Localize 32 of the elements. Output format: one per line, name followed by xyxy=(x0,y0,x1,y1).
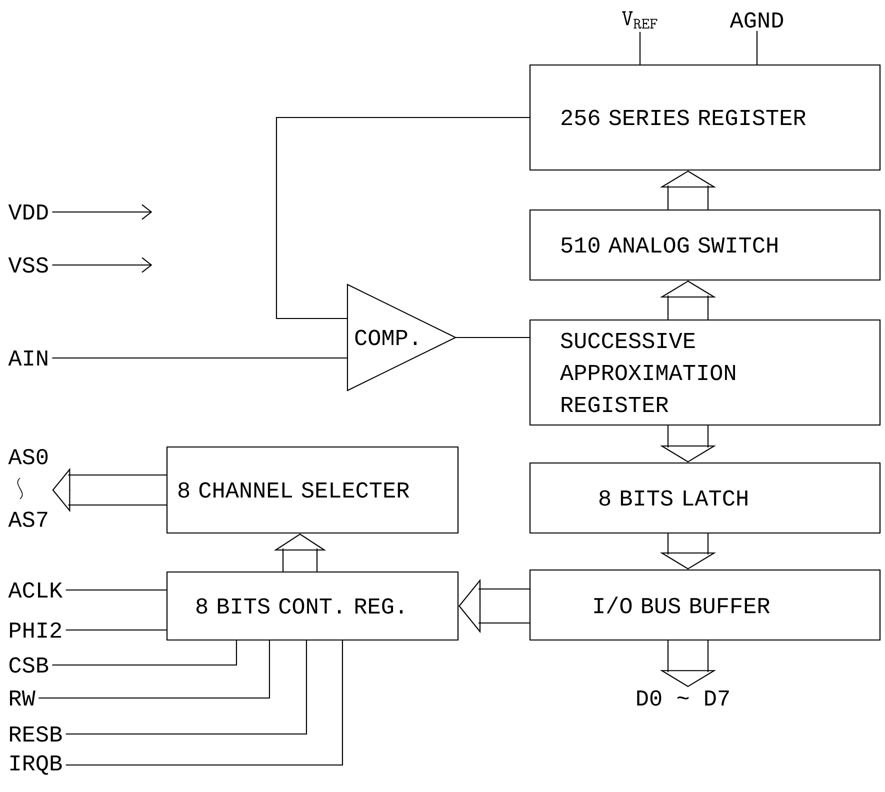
signal-line xyxy=(66,640,307,735)
block-box: 510 ANALOG SWITCH xyxy=(529,209,881,281)
signal-label: RESB xyxy=(10,726,62,742)
signal-label: CSB xyxy=(9,657,48,673)
block-box: 256 SERIES REGISTER xyxy=(529,64,881,171)
arrow xyxy=(52,257,152,273)
signal-label: PHI2 xyxy=(10,622,61,638)
signal-label: VDD xyxy=(8,204,48,220)
signal-line xyxy=(456,336,530,338)
signal-line xyxy=(38,640,270,699)
signal-label: VSS xyxy=(8,257,48,273)
block-box: 8 BITS CONT. REG. xyxy=(166,571,459,641)
signal-line xyxy=(66,629,166,631)
signal-line xyxy=(639,32,641,64)
pin-label: AGND xyxy=(730,12,784,28)
block-box: I/O BUS BUFFER xyxy=(529,569,881,641)
signal-line xyxy=(52,357,348,359)
block-box: SUCCESSIVE APPROXIMATION REGISTER xyxy=(529,319,881,426)
signal-label: ACLK xyxy=(8,582,63,598)
signal-line xyxy=(756,30,758,64)
signal-line xyxy=(52,640,237,666)
signal-label: RW xyxy=(10,690,36,706)
signal-line xyxy=(66,640,343,766)
bus-label: D0 ~ D7 xyxy=(637,690,729,706)
signal-label: AS0 AS7 xyxy=(8,448,48,528)
signal-label: AIN xyxy=(8,350,48,366)
signal-label: IRQB xyxy=(10,755,62,775)
arrow xyxy=(52,204,152,220)
block-box: 8 CHANNEL SELECTER xyxy=(166,446,459,534)
pin-label: $\mathtt{V}_{\mathtt{REF}}$ xyxy=(622,11,658,29)
block-box: 8 BITS LATCH xyxy=(529,462,881,534)
signal-line xyxy=(66,589,166,591)
